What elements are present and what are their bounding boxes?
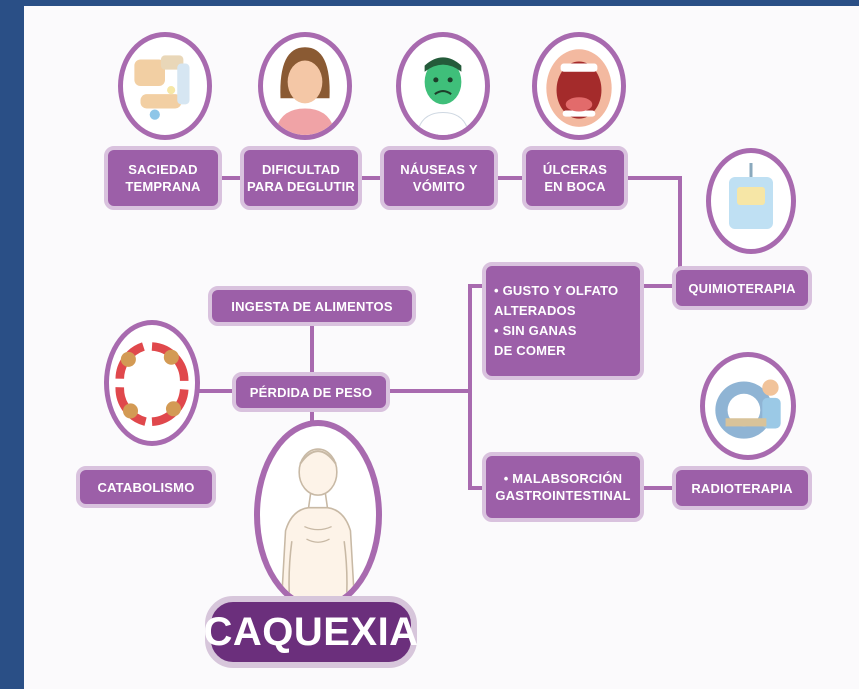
label-saciedad-temprana: SACIEDAD TEMPRANA [104, 146, 222, 210]
thin-person-icon [254, 420, 382, 610]
label-nauseas-vomito: NÁUSEAS Y VÓMITO [380, 146, 498, 210]
title-caquexia: CAQUEXIA [203, 596, 418, 668]
hands-food-icon [118, 32, 212, 140]
label-gusto-olfato: • GUSTO Y OLFATO ALTERADOS • SIN GANAS D… [482, 262, 644, 380]
label-ulceras-boca: ÚLCERAS EN BOCA [522, 146, 628, 210]
label-dificultad-deglutir: DIFICULTAD PARA DEGLUTIR [240, 146, 362, 210]
catabolism-cycle-icon [104, 320, 200, 446]
label-perdida-peso: PÉRDIDA DE PESO [232, 372, 390, 412]
label-ingesta-alimentos: INGESTA DE ALIMENTOS [208, 286, 416, 326]
nauseous-face-icon [396, 32, 490, 140]
open-mouth-icon [532, 32, 626, 140]
label-radioterapia: RADIOTERAPIA [672, 466, 812, 510]
woman-icon [258, 32, 352, 140]
iv-bag-icon [706, 148, 796, 254]
label-catabolismo: CATABOLISMO [76, 466, 216, 508]
label-malabsorcion: • MALABSORCIÓN GASTROINTESTINAL [482, 452, 644, 522]
radiotherapy-machine-icon [700, 352, 796, 460]
label-quimioterapia: QUIMIOTERAPIA [672, 266, 812, 310]
